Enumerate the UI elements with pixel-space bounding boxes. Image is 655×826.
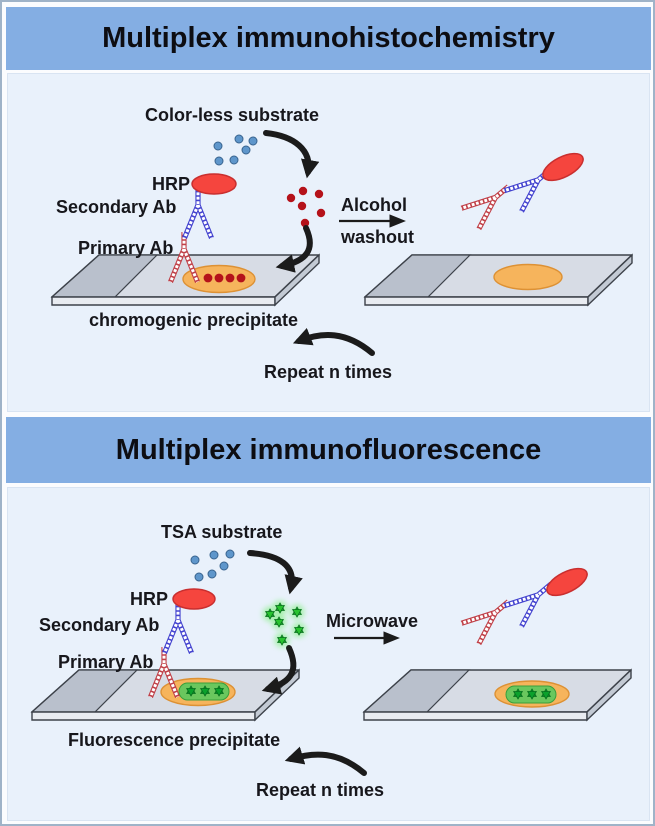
precipitate-label: chromogenic precipitate [89,310,299,330]
repeat-label: Repeat n times [264,362,393,382]
panel2-title: Multiplex immunofluorescence [115,433,542,466]
substrate-label: Color-less substrate [145,105,320,125]
primary-ab-label: Primary Ab [58,652,154,672]
panel1-title: Multiplex immunohistochemistry [102,22,555,54]
hrp-label: HRP [152,174,191,194]
wash-step-label-line2: washout [341,227,415,247]
primary-ab-label: Primary Ab [78,238,174,258]
panel1-header-bar: Multiplex immunohistochemistry [6,7,651,70]
repeat-label: Repeat n times [256,780,385,800]
wash-step-label-line1: Alcohol [341,195,407,215]
substrate-label: TSA substrate [161,522,283,542]
hrp-label: HRP [130,589,169,609]
secondary-ab-label: Secondary Ab [39,615,160,635]
wash-step-label-line1: Microwave [326,611,419,631]
secondary-ab-label: Secondary Ab [56,197,177,217]
panel2-header-bar: Multiplex immunofluorescence [6,417,651,483]
precipitate-label: Fluorescence precipitate [68,730,281,750]
